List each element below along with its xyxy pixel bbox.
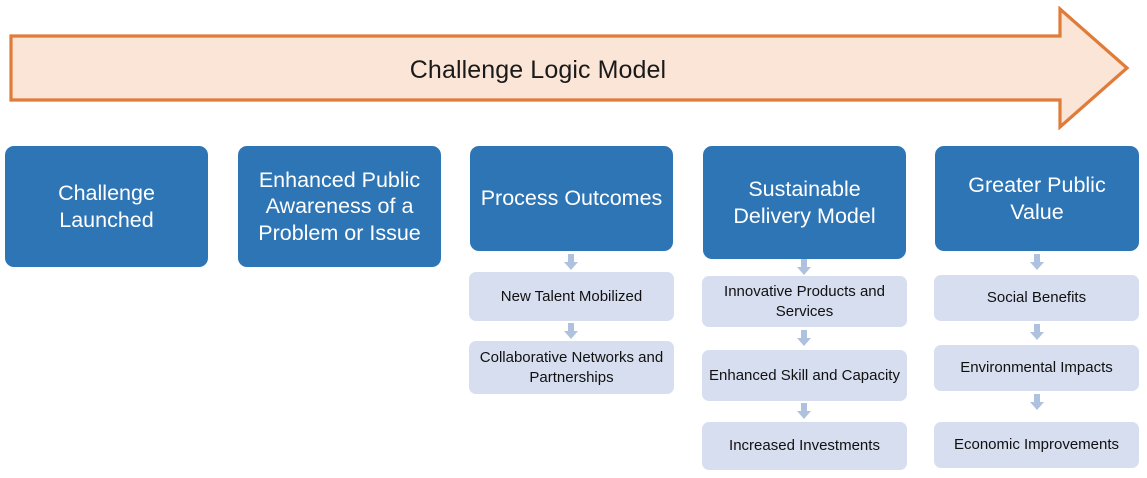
- step-box-social-benefits[interactable]: Social Benefits: [934, 275, 1139, 321]
- connector-arrow-down-icon: [797, 403, 811, 419]
- step-box-label: Innovative Products and Services: [724, 283, 885, 320]
- primary-box-process-outcomes[interactable]: Process Outcomes: [470, 146, 673, 251]
- primary-box-greater-public-value[interactable]: Greater Public Value: [935, 146, 1139, 251]
- right-arrow-shape-icon: [9, 6, 1130, 130]
- step-box-new-talent-mobilized[interactable]: New Talent Mobilized: [469, 272, 674, 321]
- primary-box-sustainable-delivery-model[interactable]: Sustainable Delivery Model: [703, 146, 906, 259]
- step-box-innovative-products-and-services[interactable]: Innovative Products and Services: [702, 276, 907, 327]
- primary-box-label: Greater Public Value: [968, 173, 1106, 224]
- primary-box-label: Process Outcomes: [480, 186, 663, 211]
- step-box-label: Social Benefits: [986, 289, 1087, 307]
- step-box-enhanced-skill-and-capacity[interactable]: Enhanced Skill and Capacity: [702, 350, 907, 401]
- step-box-economic-improvements[interactable]: Economic Improvements: [934, 422, 1139, 468]
- connector-arrow-down-icon: [564, 254, 578, 270]
- step-box-collaborative-networks-and-partnerships[interactable]: Collaborative Networks and Partnerships: [469, 341, 674, 394]
- primary-box-challenge-launched[interactable]: Challenge Launched: [5, 146, 208, 267]
- connector-arrow-down-icon: [564, 323, 578, 339]
- primary-box-label: Challenge Launched: [58, 181, 155, 232]
- primary-box-label: Sustainable Delivery Model: [733, 177, 876, 228]
- step-box-label: Enhanced Skill and Capacity: [709, 366, 900, 384]
- primary-box-enhanced-public-awareness[interactable]: Enhanced Public Awareness of a Problem o…: [238, 146, 441, 267]
- step-box-environmental-impacts[interactable]: Environmental Impacts: [934, 345, 1139, 391]
- connector-arrow-down-icon: [797, 330, 811, 346]
- connector-arrow-down-icon: [1030, 324, 1044, 340]
- connector-arrow-down-icon: [1030, 394, 1044, 410]
- step-box-label: Increased Investments: [729, 437, 880, 455]
- step-box-label: Environmental Impacts: [960, 359, 1113, 377]
- banner-title: Challenge Logic Model: [409, 55, 667, 84]
- connector-arrow-down-icon: [797, 259, 811, 275]
- primary-box-label: Enhanced Public Awareness of a Problem o…: [258, 168, 421, 245]
- step-box-label: Collaborative Networks and Partnerships: [479, 349, 664, 386]
- connector-arrow-down-icon: [1030, 254, 1044, 270]
- step-box-label: New Talent Mobilized: [500, 287, 643, 305]
- step-box-label: Economic Improvements: [953, 436, 1120, 454]
- step-box-increased-investments[interactable]: Increased Investments: [702, 422, 907, 470]
- challenge-logic-model-banner: Challenge Logic Model: [8, 6, 1130, 130]
